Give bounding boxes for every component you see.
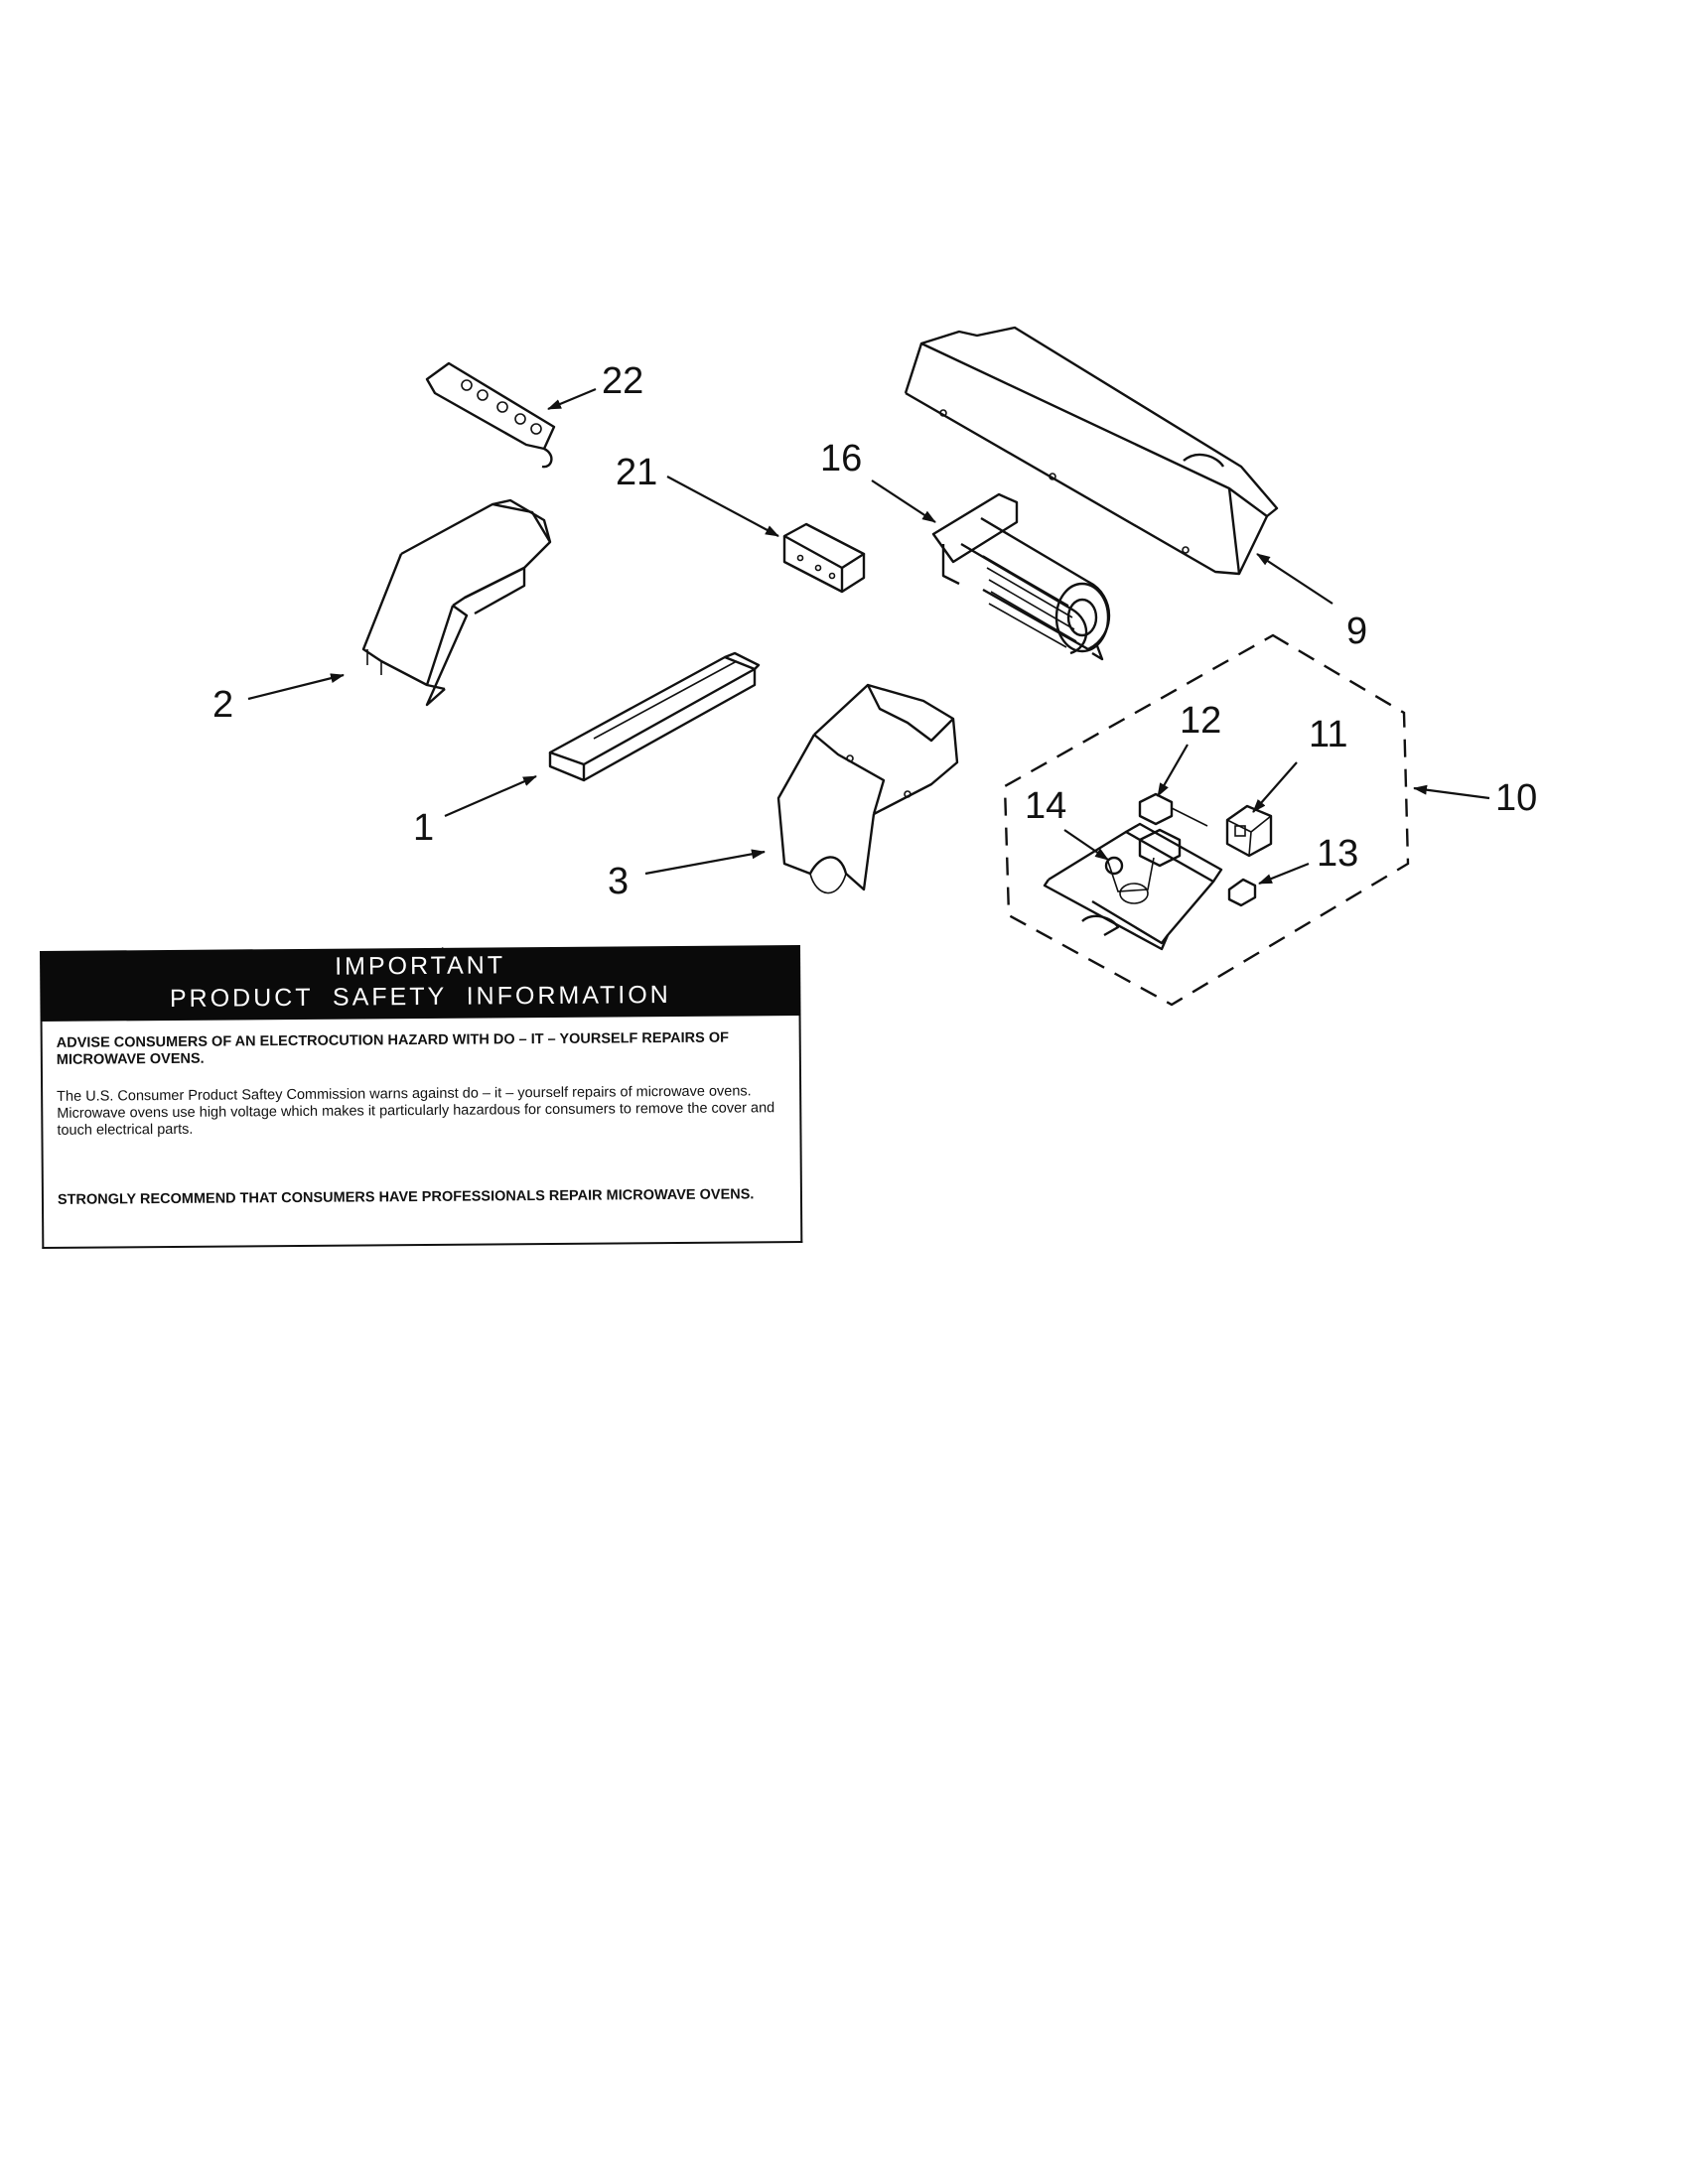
leader-1 — [444, 774, 537, 818]
leader-11 — [1252, 761, 1298, 813]
part-10-bracket-assembly — [1043, 822, 1223, 951]
part-21-block — [782, 522, 866, 594]
callout-13: 13 — [1317, 833, 1358, 875]
leader-2 — [247, 673, 345, 701]
part-13-connector — [1227, 878, 1257, 907]
callout-3: 3 — [608, 861, 629, 902]
callout-10: 10 — [1495, 777, 1537, 819]
leader-12 — [1157, 744, 1189, 797]
callout-21: 21 — [616, 452, 657, 493]
safety-header-line2: PRODUCT SAFETY INFORMATION — [169, 981, 671, 1013]
safety-commission-text: The U.S. Consumer Product Saftey Commiss… — [57, 1083, 775, 1139]
leader-14 — [1063, 829, 1109, 861]
callout-11: 11 — [1309, 714, 1347, 755]
callout-2: 2 — [212, 684, 233, 726]
part-2-duct — [361, 498, 552, 707]
callout-22: 22 — [602, 360, 643, 402]
part-10-assembly-outline — [1003, 633, 1410, 1007]
leader-9 — [1256, 553, 1333, 605]
part-16-blower — [931, 492, 1111, 661]
leader-10 — [1413, 784, 1490, 800]
safety-recommend-text: STRONGLY RECOMMEND THAT CONSUMERS HAVE P… — [57, 1186, 755, 1208]
leader-22 — [547, 387, 597, 411]
leader-13 — [1258, 862, 1310, 886]
leader-21 — [666, 476, 779, 537]
part-3-duct — [776, 683, 959, 894]
part-22-bracket — [425, 361, 556, 469]
leader-3 — [644, 849, 766, 876]
part-12-switch — [1138, 792, 1208, 827]
safety-advise-text: ADVISE CONSUMERS OF AN ELECTROCUTION HAZ… — [56, 1029, 730, 1068]
safety-notice: IMPORTANT PRODUCT SAFETY INFORMATION ADV… — [40, 944, 803, 1249]
part-14-switch — [1104, 828, 1182, 876]
part-11-switch — [1225, 804, 1273, 858]
callout-9: 9 — [1346, 611, 1367, 652]
callout-14: 14 — [1025, 785, 1066, 827]
callout-16: 16 — [820, 438, 862, 479]
safety-notice-header: IMPORTANT PRODUCT SAFETY INFORMATION — [40, 944, 801, 1022]
safety-notice-body: ADVISE CONSUMERS OF AN ELECTROCUTION HAZ… — [40, 1015, 803, 1249]
leader-16 — [871, 479, 936, 523]
part-1-plate — [548, 651, 761, 782]
callout-12: 12 — [1180, 700, 1221, 742]
part-9-channel — [904, 326, 1279, 576]
callout-1: 1 — [413, 807, 434, 849]
